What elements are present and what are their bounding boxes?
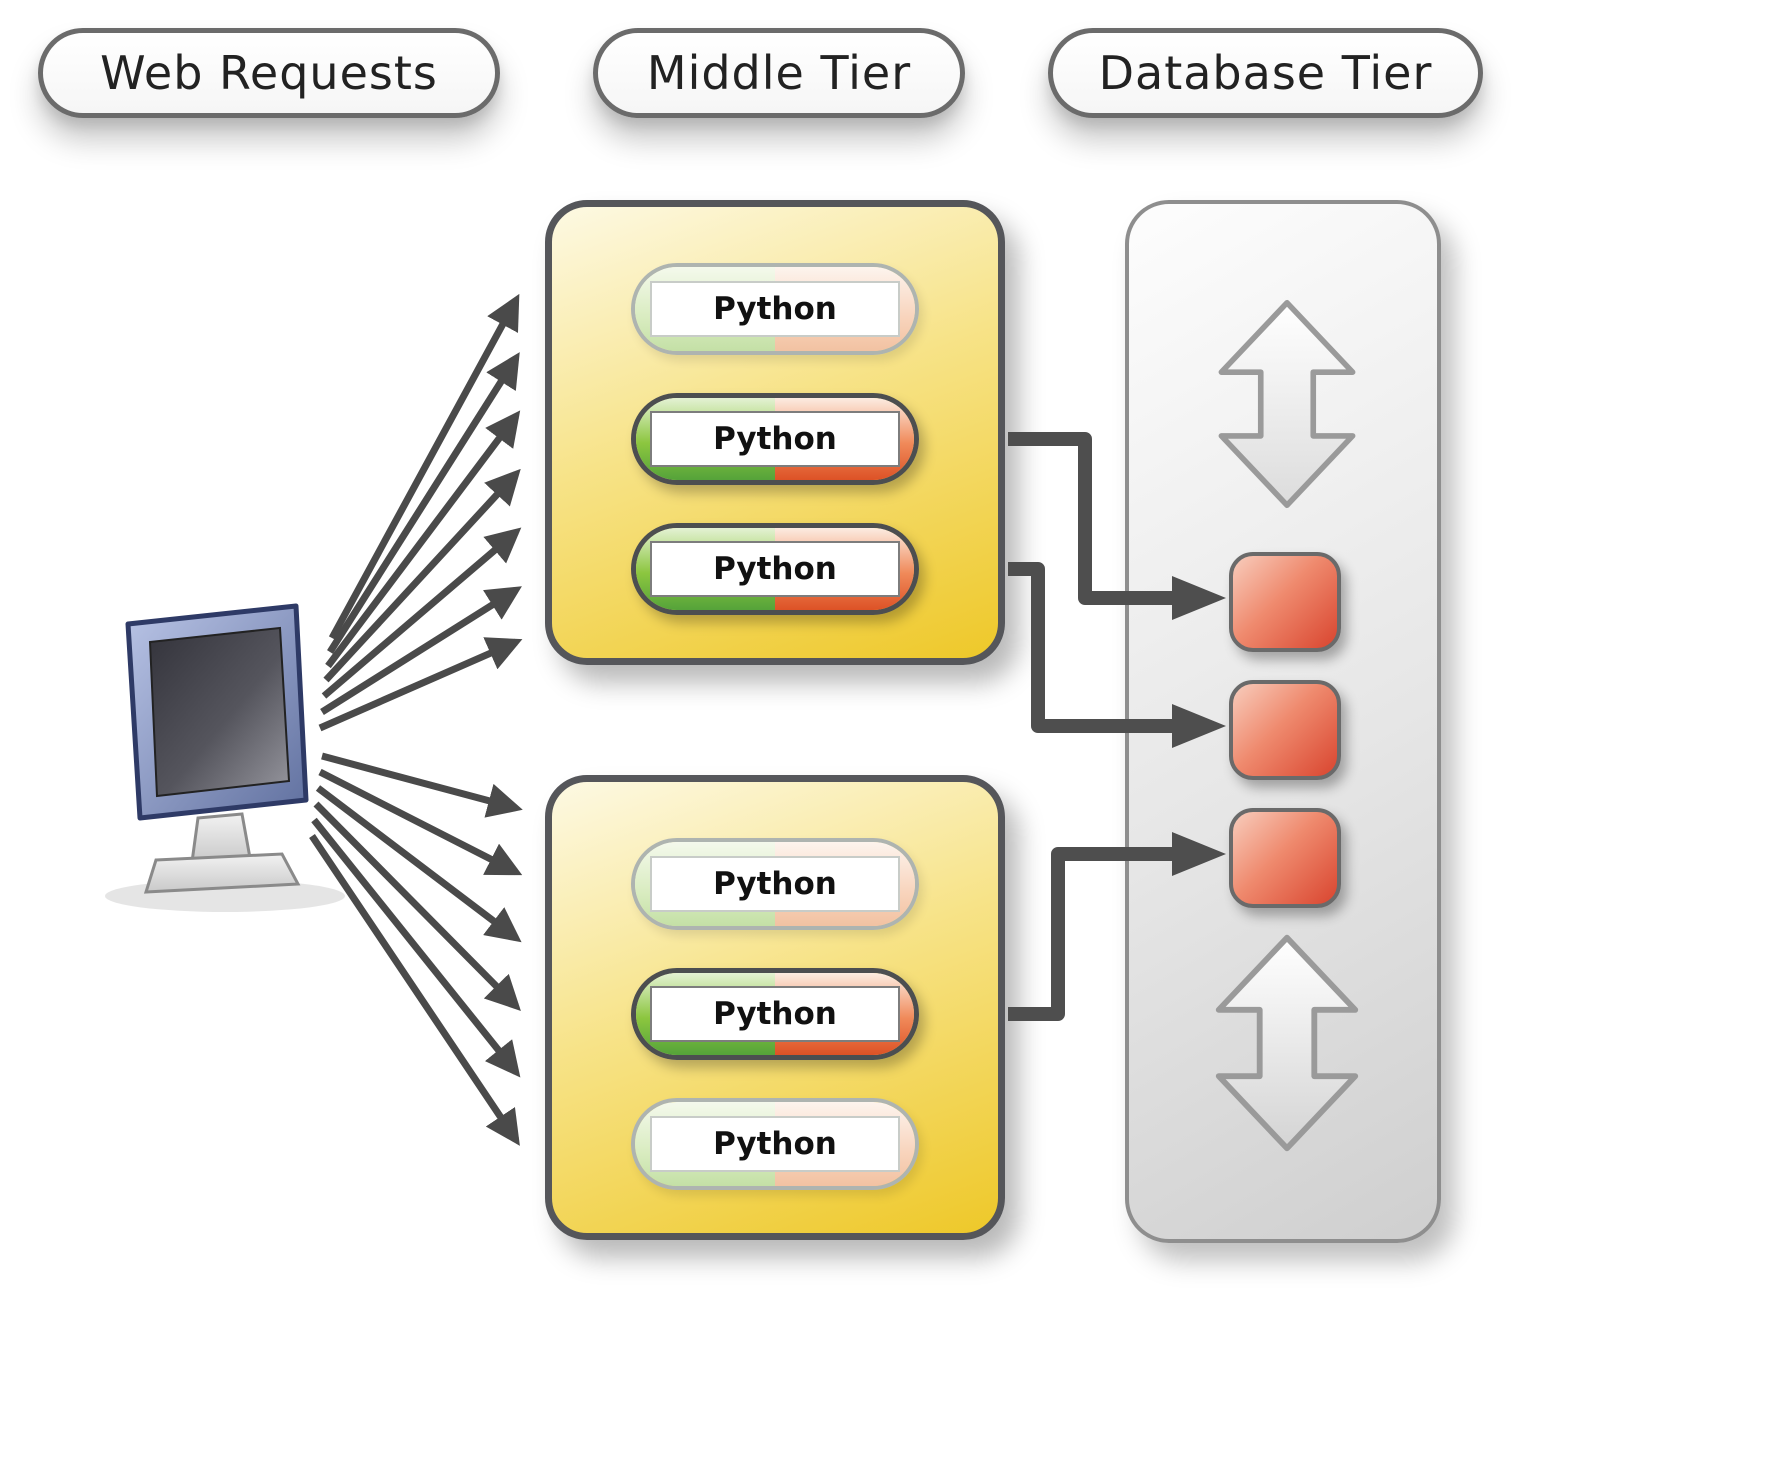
- python-process-pill: Python: [631, 393, 919, 485]
- python-process-pill: Python: [631, 968, 919, 1060]
- python-process-pill: Python: [631, 838, 919, 930]
- header-database-tier-label: Database Tier: [1098, 46, 1433, 100]
- header-middle-tier: Middle Tier: [593, 28, 965, 118]
- python-process-label: Python: [650, 986, 900, 1042]
- request-arrow: [323, 468, 521, 683]
- request-arrow: [325, 410, 521, 669]
- request-arrow: [321, 527, 522, 699]
- request-arrow: [311, 817, 521, 1078]
- python-process-pill: Python: [631, 1098, 919, 1190]
- monitor-neck: [190, 812, 252, 864]
- request-arrow: [315, 785, 522, 943]
- db-connection-node: [1229, 808, 1341, 908]
- database-tier-panel: [1125, 200, 1441, 1243]
- request-arrow: [313, 801, 521, 1011]
- monitor-frame: [125, 603, 309, 821]
- request-arrow: [321, 752, 523, 818]
- middle-tier-box-1: Python Python Python: [545, 200, 1005, 665]
- middle-tier-box-2: Python Python Python: [545, 775, 1005, 1240]
- python-process-label: Python: [650, 411, 900, 467]
- monitor-screen: [148, 626, 291, 798]
- header-web-requests: Web Requests: [38, 28, 500, 118]
- request-arrow: [327, 352, 520, 654]
- request-arrow: [328, 293, 520, 640]
- python-process-label: Python: [650, 856, 900, 912]
- db-connection-node: [1229, 680, 1341, 780]
- python-process-pill: Python: [631, 263, 919, 355]
- bidirectional-arrow-icon: [1218, 299, 1356, 509]
- python-process-label: Python: [650, 281, 900, 337]
- header-middle-tier-label: Middle Tier: [646, 46, 912, 100]
- request-arrow: [309, 834, 520, 1146]
- python-process-label: Python: [650, 541, 900, 597]
- web-request-arrows-upper: [318, 293, 523, 732]
- header-database-tier: Database Tier: [1048, 28, 1483, 118]
- header-web-requests-label: Web Requests: [100, 46, 438, 100]
- monitor-shadow: [105, 880, 345, 912]
- python-process-pill: Python: [631, 523, 919, 615]
- web-request-arrows-lower: [309, 752, 523, 1146]
- computer-monitor-icon: [105, 603, 345, 912]
- monitor-base: [143, 852, 301, 894]
- python-process-label: Python: [650, 1116, 900, 1172]
- bidirectional-arrow-icon: [1215, 934, 1359, 1152]
- request-arrow: [318, 768, 523, 876]
- request-arrow: [320, 586, 522, 715]
- request-arrow: [318, 637, 523, 732]
- db-connection-node: [1229, 552, 1341, 652]
